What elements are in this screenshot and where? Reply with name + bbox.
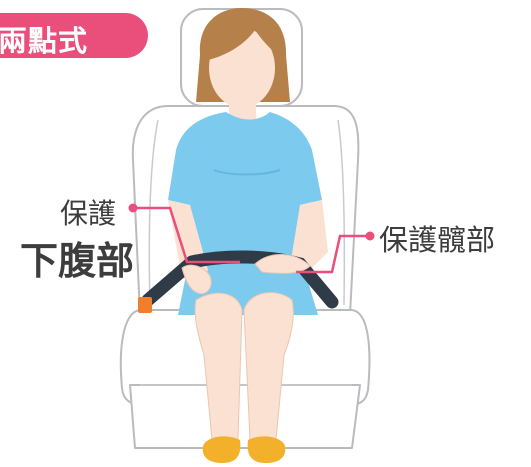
mode-badge: 兩點式 xyxy=(0,13,148,58)
belt-buckle xyxy=(138,297,152,313)
callout-label-lower-abdomen: 下腹部 xyxy=(20,239,135,283)
hair-bangs xyxy=(207,17,281,60)
right-hand xyxy=(254,253,311,274)
right-leg xyxy=(243,292,294,441)
right-arm xyxy=(290,200,328,270)
seat-base xyxy=(129,384,361,449)
callout-left xyxy=(128,203,240,264)
callout-label-protect: 保護 xyxy=(60,197,117,230)
callout-label-protect-hips: 保護髖部 xyxy=(379,223,496,257)
callout-right xyxy=(296,231,375,274)
left-hand xyxy=(181,264,212,295)
shoes xyxy=(202,436,286,463)
mode-badge-label: 兩點式 xyxy=(0,24,89,58)
shirt xyxy=(168,112,322,262)
